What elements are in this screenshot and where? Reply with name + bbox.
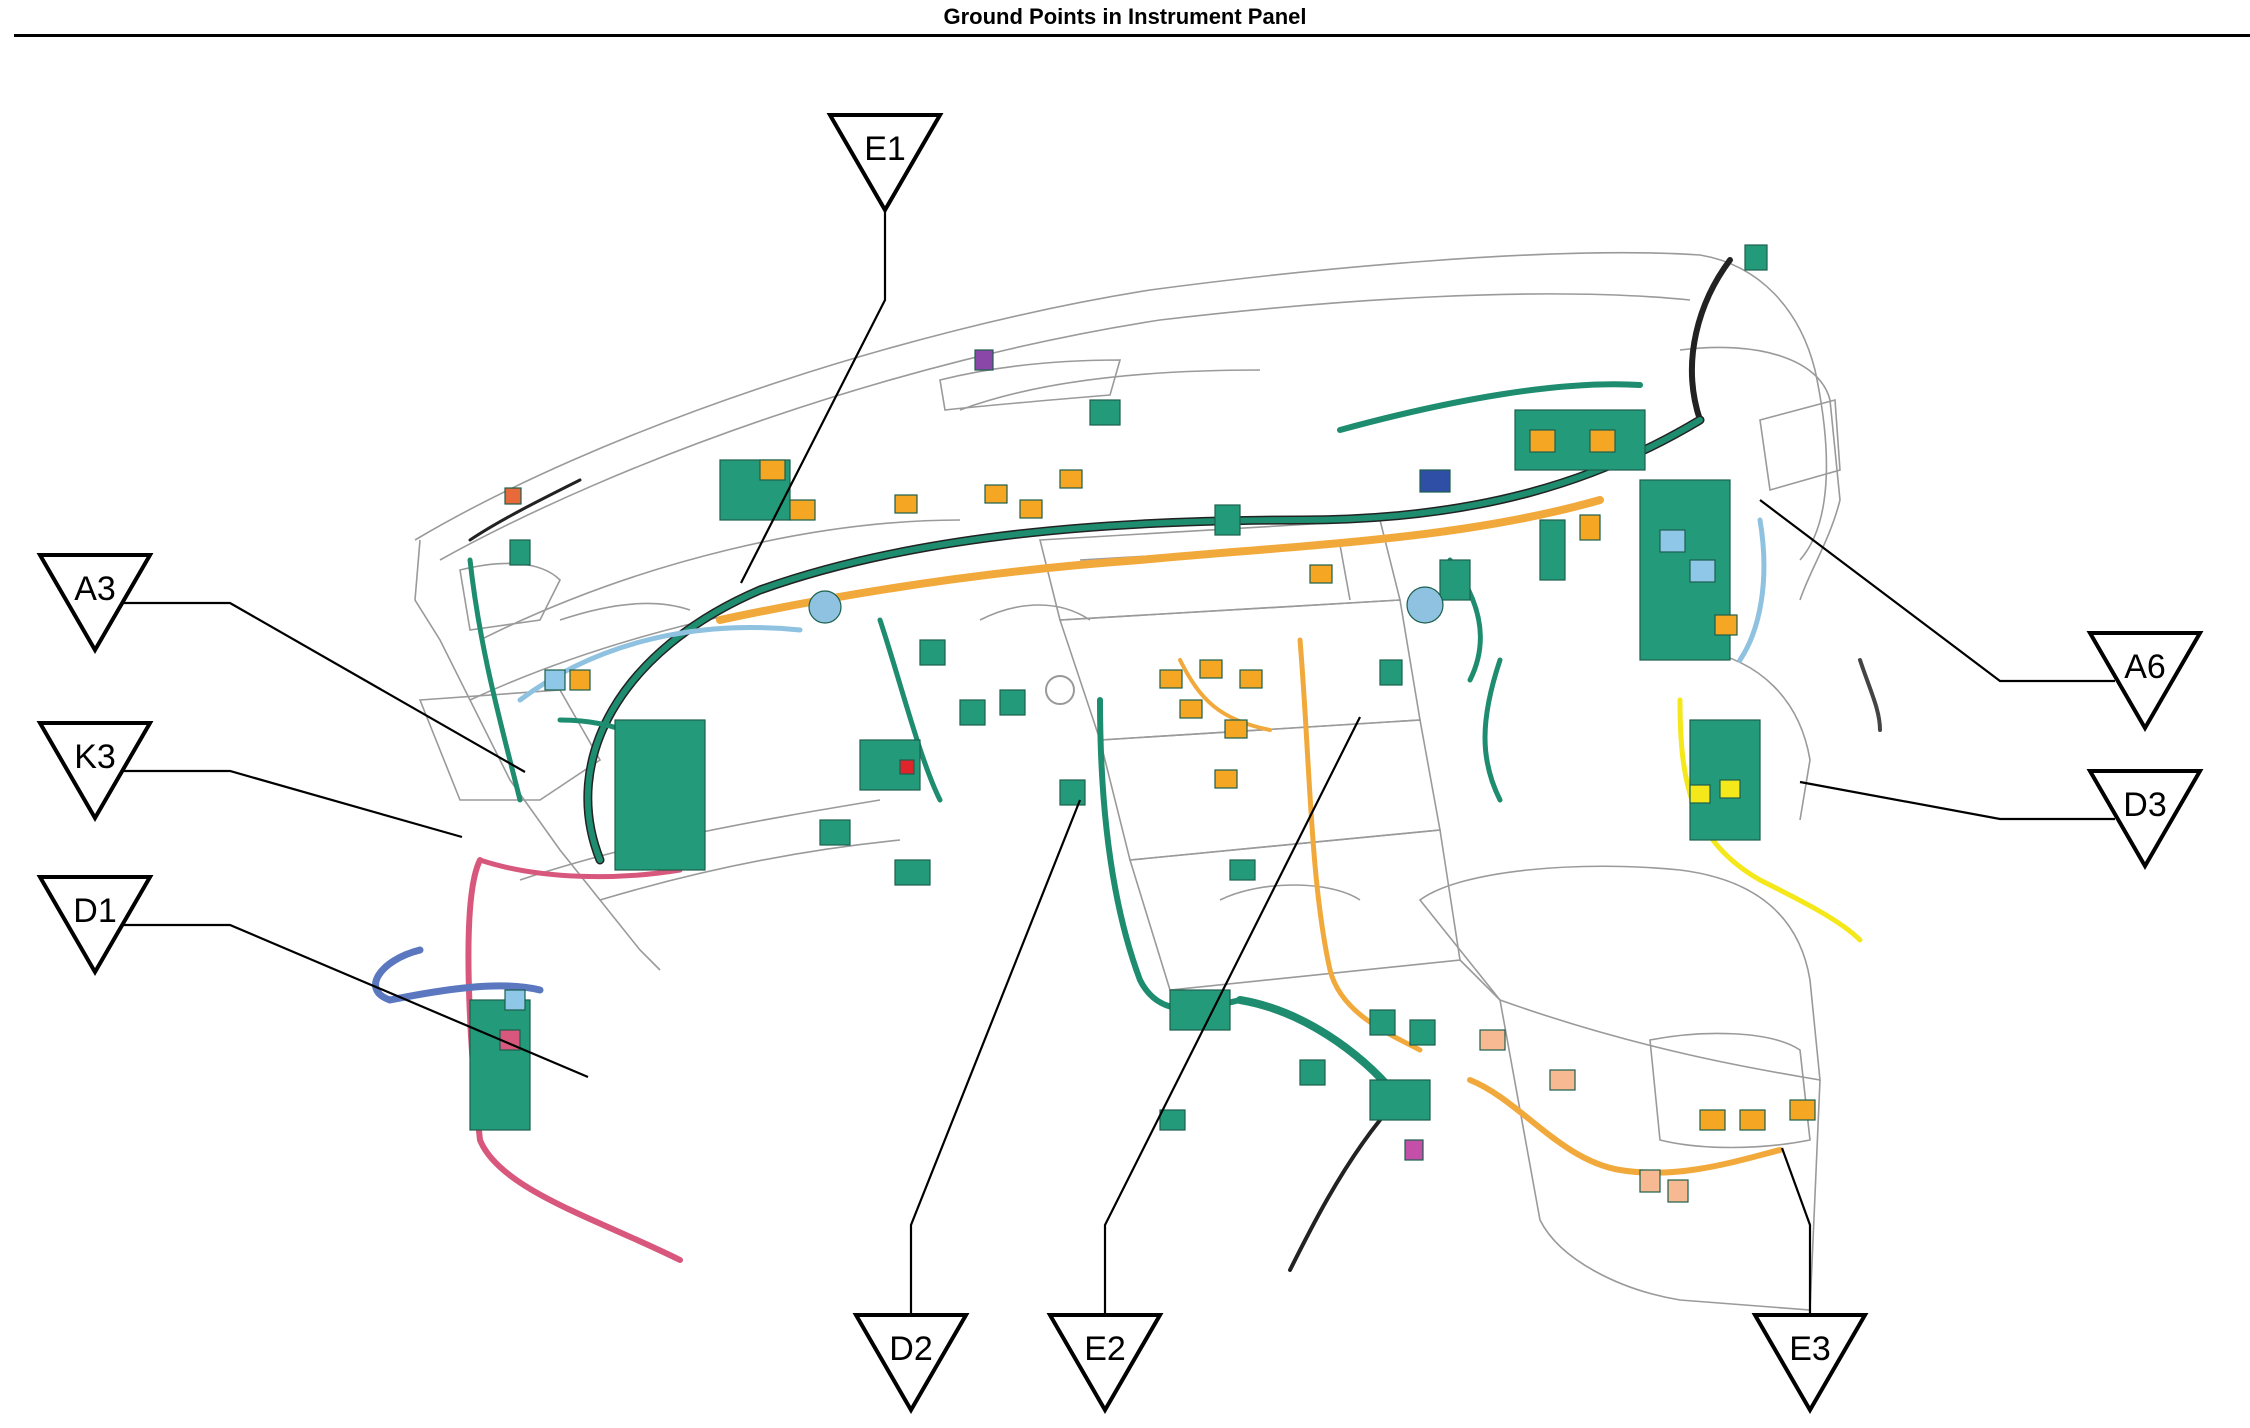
ground-point-e1: E1: [826, 113, 944, 214]
ground-point-a6-triangle: [2086, 631, 2204, 732]
ground-point-k3-label: K3: [74, 738, 116, 776]
ground-point-e1-triangle: [826, 113, 944, 214]
ground-point-d2-triangle: [852, 1313, 970, 1414]
ground-point-e3-triangle: [1751, 1313, 1869, 1414]
ground-point-e3-label: E3: [1789, 1330, 1831, 1368]
ground-point-d1-triangle: [36, 875, 154, 976]
ground-point-a3-label: A3: [74, 570, 116, 608]
leader-line-a6: [1759, 499, 2115, 683]
ground-point-a6: A6: [2086, 631, 2204, 732]
ground-point-d3-triangle: [2086, 769, 2204, 870]
ground-point-d3: D3: [2086, 769, 2204, 870]
ground-point-e3: E3: [1751, 1313, 1869, 1414]
ground-point-d1: D1: [36, 875, 154, 976]
ground-point-a6-label: A6: [2124, 648, 2166, 686]
leader-line-e3: [1780, 1147, 1812, 1315]
title-rule: [14, 34, 2250, 37]
ground-point-d3-label: D3: [2123, 786, 2166, 824]
leader-line-d2: [909, 799, 1082, 1315]
ground-point-a3-triangle: [36, 553, 154, 654]
ground-point-e2-triangle: [1046, 1313, 1164, 1414]
ground-point-k3: K3: [36, 721, 154, 822]
page-title: Ground Points in Instrument Panel: [943, 4, 1307, 29]
wire-harnesses: [372, 257, 1882, 1272]
leader-line-k3: [115, 769, 463, 839]
leader-line-e1: [740, 205, 887, 584]
ground-point-e1-label: E1: [864, 130, 906, 168]
ground-point-k3-triangle: [36, 721, 154, 822]
leader-line-d1: [115, 923, 589, 1079]
ground-point-e2-label: E2: [1084, 1330, 1126, 1368]
ground-point-d2: D2: [852, 1313, 970, 1414]
leader-line-e2: [1103, 716, 1361, 1315]
leader-lines: [115, 205, 2115, 1315]
connectors: [469, 244, 1816, 1203]
leader-line-d3: [1799, 780, 2115, 821]
ground-point-d2-label: D2: [889, 1330, 932, 1368]
ground-point-e2: E2: [1046, 1313, 1164, 1414]
dashboard-outline: [414, 251, 1841, 1311]
ground-point-d1-label: D1: [73, 892, 116, 930]
ground-point-a3: A3: [36, 553, 154, 654]
leader-line-a3: [115, 601, 526, 773]
